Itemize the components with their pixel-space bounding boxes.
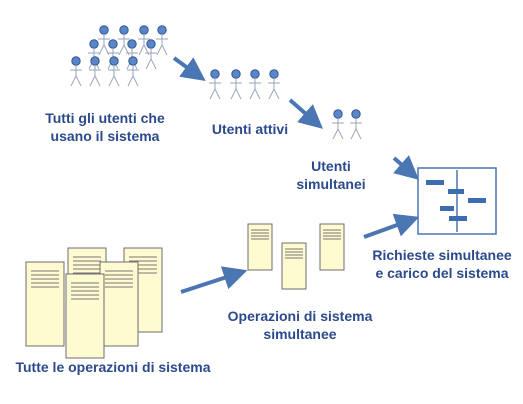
server-icon [99, 261, 139, 347]
active-users-group [208, 69, 281, 100]
person-icon [97, 25, 111, 56]
arrow-icon [172, 56, 206, 82]
person-icon [69, 56, 83, 87]
all-operations-servers [25, 247, 163, 359]
label-line: usano il sistema [50, 128, 160, 144]
label-concurrent-users: Utenti simultanei [291, 157, 371, 193]
person-icon [331, 109, 345, 140]
flow-arrows [172, 56, 420, 294]
all-users-crowd [69, 25, 169, 87]
label-concurrent-operations: Operazioni di sistema simultanee [210, 307, 390, 343]
label-line: simultanei [296, 176, 366, 192]
arrow-icon [392, 155, 420, 180]
server-icon [281, 242, 307, 290]
concurrent-users-group [331, 109, 363, 140]
label-line: Richieste simultanee [372, 247, 512, 263]
arrow-icon [288, 98, 324, 129]
label-line: Utenti [311, 158, 351, 174]
person-icon [107, 56, 121, 87]
server-icon [65, 273, 105, 359]
label-line: simultanee [263, 326, 337, 342]
person-icon [88, 56, 102, 87]
label-line: Utenti attivi [211, 121, 289, 137]
person-icon [208, 69, 222, 100]
label-line: Operazioni di sistema [227, 308, 373, 324]
label-line: e carico del sistema [375, 265, 509, 281]
label-active-users: Utenti attivi [195, 120, 305, 138]
system-box-icon [417, 167, 497, 235]
server-icon [25, 261, 65, 347]
label-line: Tutte le operazioni di sistema [15, 359, 211, 375]
person-icon [117, 25, 131, 56]
person-icon [229, 69, 243, 100]
arrow-icon [180, 266, 248, 294]
label-all-users: Tutti gli utenti che usano il sistema [30, 109, 180, 145]
person-icon [126, 56, 140, 87]
concurrent-operations-servers [247, 223, 345, 290]
server-icon [319, 223, 345, 271]
person-icon [267, 69, 281, 100]
person-icon [248, 69, 262, 100]
person-icon [349, 109, 363, 140]
label-all-operations: Tutte le operazioni di sistema [0, 358, 226, 376]
label-line: Tutti gli utenti che [45, 110, 165, 126]
person-icon [155, 25, 169, 56]
label-concurrent-requests: Richieste simultanee e carico del sistem… [364, 246, 520, 282]
arrow-icon [363, 213, 420, 239]
server-icon [247, 223, 273, 271]
person-icon [144, 39, 158, 70]
